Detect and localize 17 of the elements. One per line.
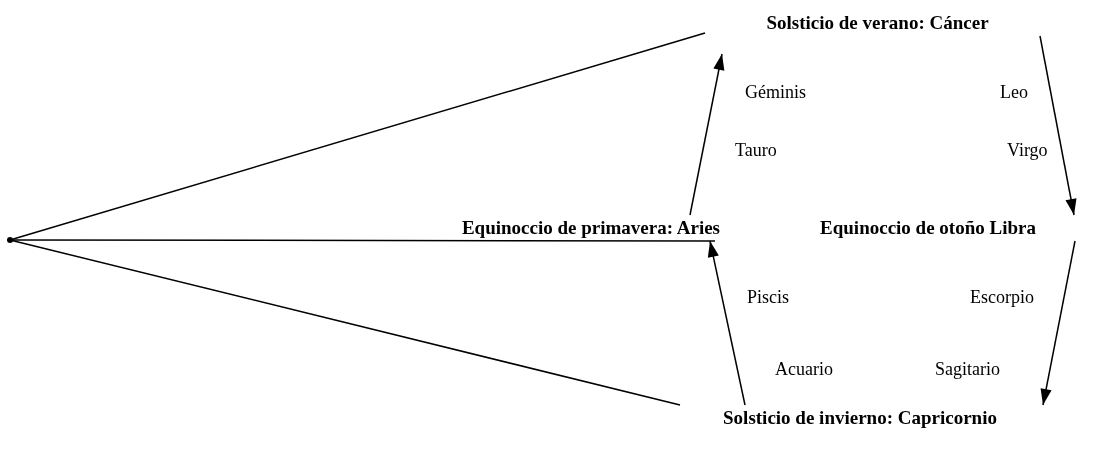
zodiac-sign-label: Géminis: [745, 82, 806, 103]
arrow: [1040, 240, 1076, 406]
solstice-label: Solsticio de verano: Cáncer: [705, 10, 1050, 36]
solstice-label: Solsticio de invierno: Capricornio: [622, 405, 1098, 431]
arrow: [1039, 35, 1077, 216]
equinox-label: Equinoccio de otoño Libra: [758, 215, 1098, 241]
zodiac-sign-label: Tauro: [735, 140, 777, 161]
zodiac-sign-label: Sagitario: [935, 359, 1000, 380]
line-vertex: [7, 237, 13, 243]
arrow: [707, 240, 746, 406]
zodiac-sign-label: Escorpio: [970, 287, 1034, 308]
zodiac-sign-label: Leo: [1000, 82, 1028, 103]
equinox-label: Equinoccio de primavera: Aries: [368, 215, 720, 241]
zodiac-sign-label: Virgo: [1007, 140, 1048, 161]
zodiac-sign-label: Acuario: [775, 359, 833, 380]
arrow: [689, 53, 725, 216]
zodiac-sign-label: Piscis: [747, 287, 789, 308]
